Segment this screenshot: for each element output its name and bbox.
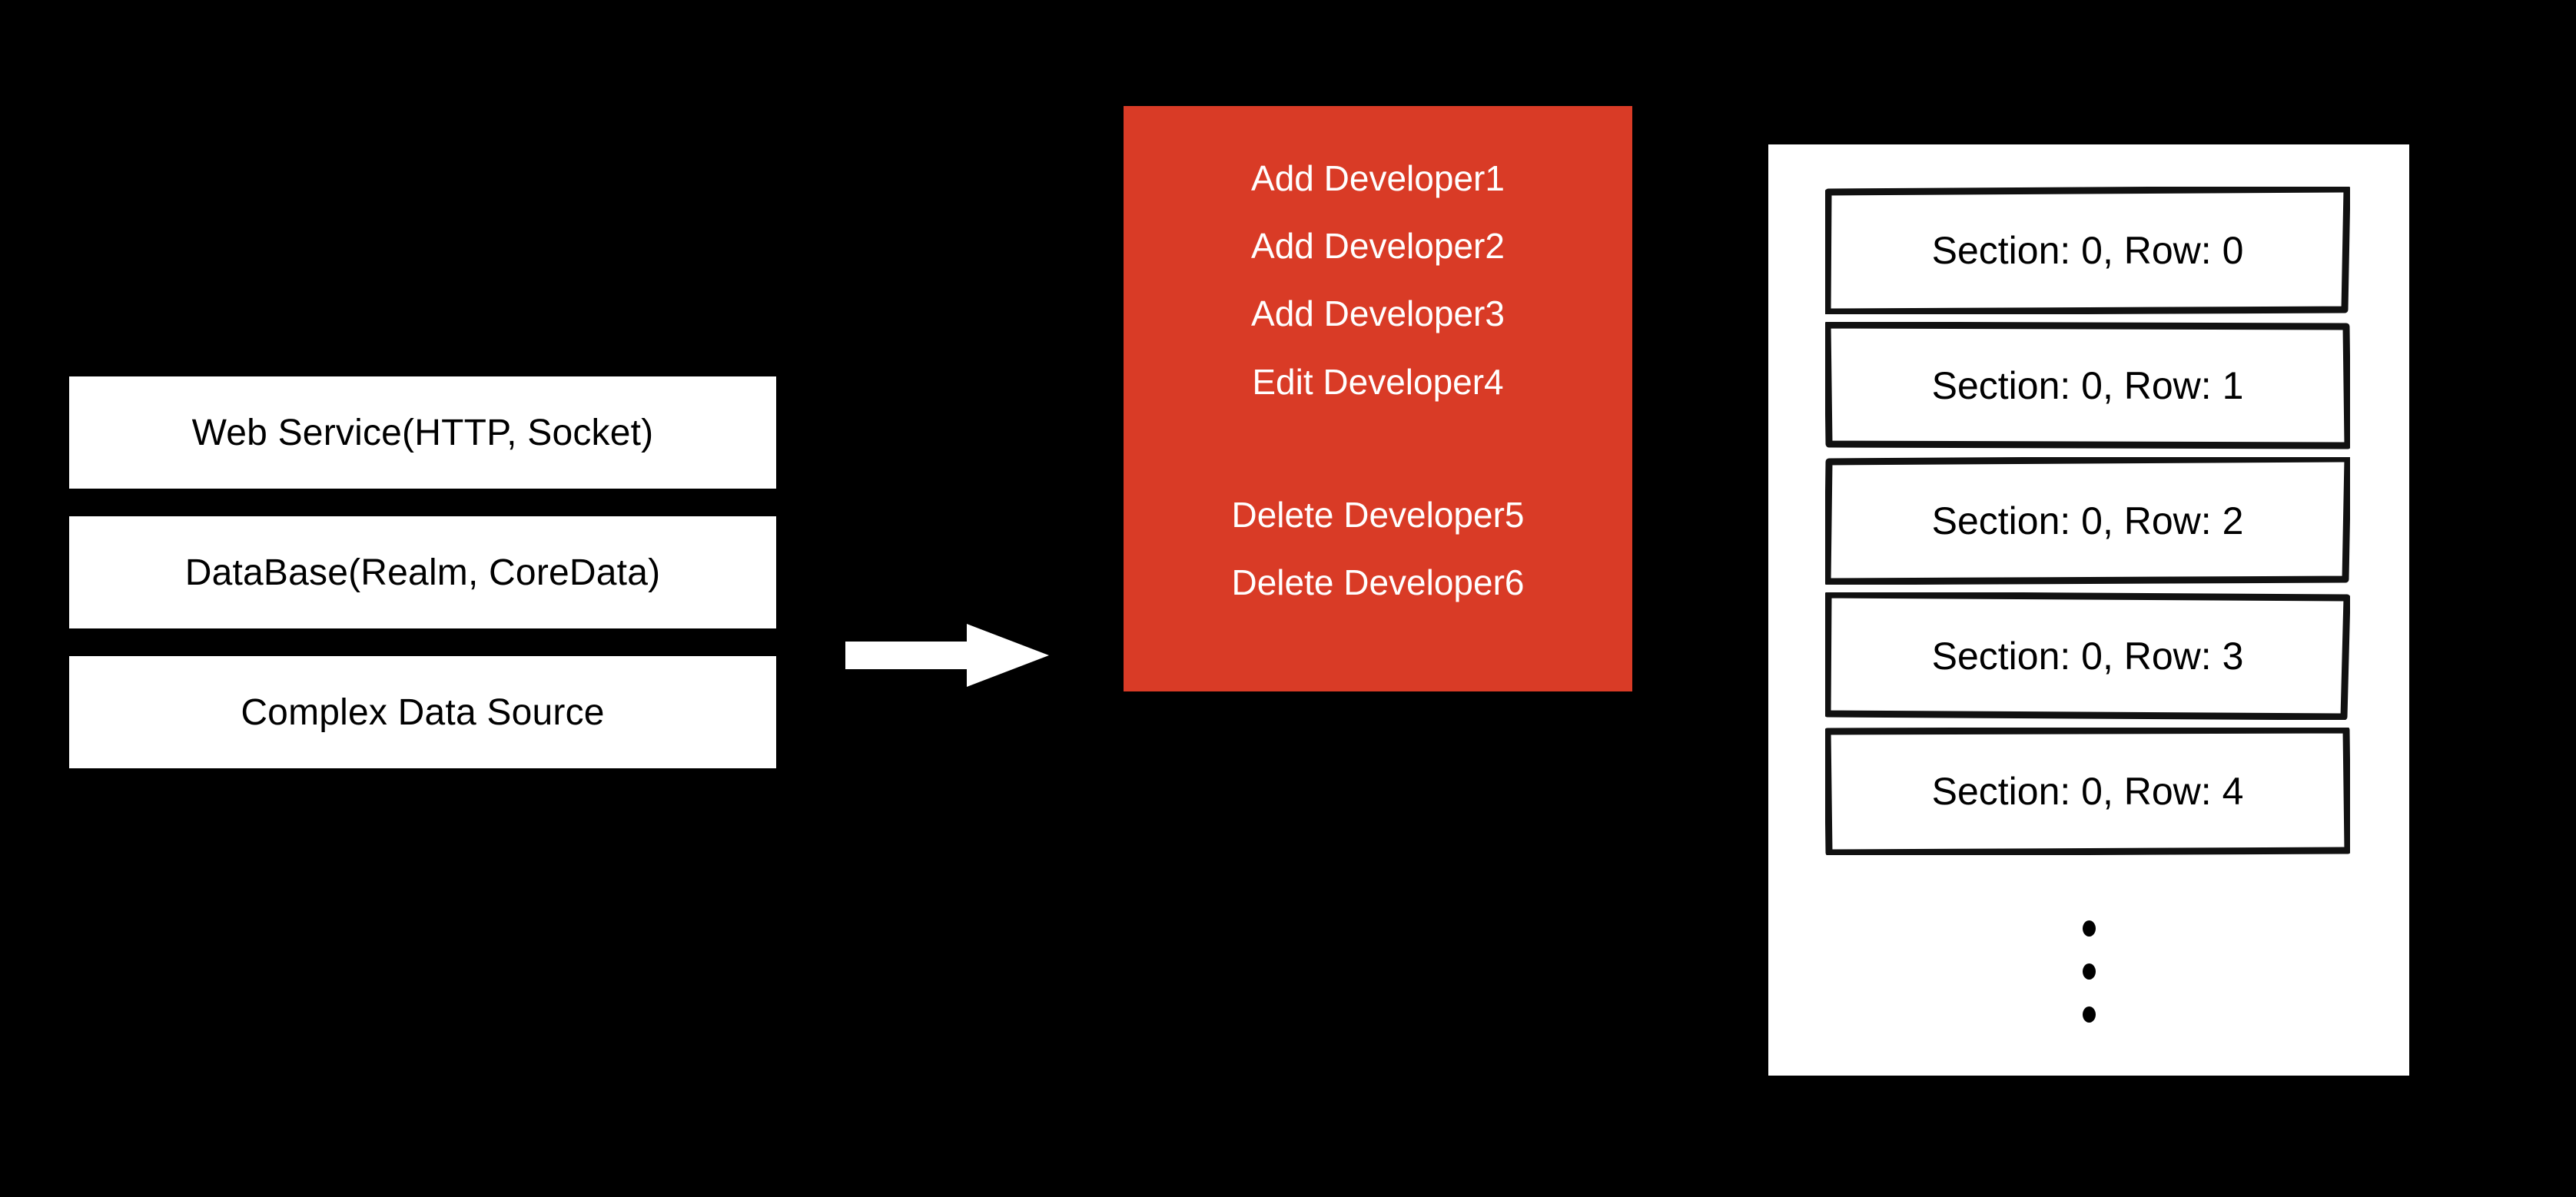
table-row-label: Section: 0, Row: 2 [1931,499,2244,542]
table-view-panel: Section: 0, Row: 0 Section: 0, Row: 1 Se… [1768,144,2409,1076]
operation-add-developer3[interactable]: Add Developer3 [1251,293,1505,333]
data-source-label: DataBase(Realm, CoreData) [184,552,661,593]
data-source-box-web-service[interactable]: Web Service(HTTP, Socket) [69,376,776,489]
table-row[interactable]: Section: 0, Row: 1 [1824,321,2352,449]
data-source-box-database[interactable]: DataBase(Realm, CoreData) [69,516,776,628]
table-row[interactable]: Section: 0, Row: 2 [1824,455,2352,585]
data-source-stack: Web Service(HTTP, Socket) DataBase(Realm… [69,376,776,768]
operations-panel: Add Developer1 Add Developer2 Add Develo… [1124,106,1632,691]
table-row[interactable]: Section: 0, Row: 0 [1824,185,2351,316]
table-row[interactable]: Section: 0, Row: 4 [1824,726,2352,857]
vertical-ellipsis-icon [1768,920,2409,1023]
data-source-label: Web Service(HTTP, Socket) [191,412,654,453]
operations-delete-group: Delete Developer5 Delete Developer6 [1124,481,1632,616]
operation-add-developer1[interactable]: Add Developer1 [1251,158,1505,198]
ellipsis-dot [2082,963,2096,980]
data-source-box-complex[interactable]: Complex Data Source [69,656,776,768]
table-row-label: Section: 0, Row: 3 [1931,635,2244,678]
table-row-label: Section: 0, Row: 4 [1931,770,2244,813]
data-source-label: Complex Data Source [241,691,605,733]
operation-edit-developer4[interactable]: Edit Developer4 [1252,362,1504,402]
operation-delete-developer5[interactable]: Delete Developer5 [1231,495,1525,535]
ellipsis-dot [2082,1006,2096,1023]
arrow-right-icon [845,621,1053,690]
operation-delete-developer6[interactable]: Delete Developer6 [1231,562,1525,602]
operation-add-developer2[interactable]: Add Developer2 [1251,226,1505,266]
table-row-label: Section: 0, Row: 0 [1931,229,2244,272]
table-row[interactable]: Section: 0, Row: 3 [1824,591,2351,721]
table-row-list: Section: 0, Row: 0 Section: 0, Row: 1 Se… [1824,185,2352,863]
operations-add-group: Add Developer1 Add Developer2 Add Develo… [1124,144,1632,347]
ellipsis-dot [2082,920,2096,937]
operations-edit-group: Edit Developer4 [1124,348,1632,416]
table-row-label: Section: 0, Row: 1 [1931,364,2244,407]
